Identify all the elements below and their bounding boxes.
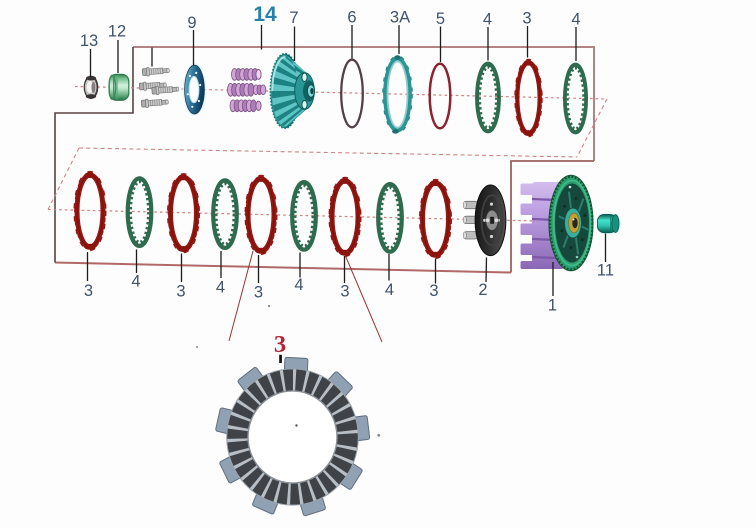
svg-text:14: 14 xyxy=(253,3,277,26)
svg-text:3: 3 xyxy=(254,284,263,302)
svg-text:3: 3 xyxy=(429,282,438,300)
svg-text:12: 12 xyxy=(108,23,126,41)
svg-text:3A: 3A xyxy=(390,9,410,27)
svg-text:3: 3 xyxy=(274,331,286,358)
svg-text:3: 3 xyxy=(340,283,349,301)
svg-text:4: 4 xyxy=(385,281,394,299)
svg-text:1: 1 xyxy=(548,297,557,315)
svg-text:4: 4 xyxy=(131,273,140,291)
svg-text:4: 4 xyxy=(216,279,225,297)
svg-text:7: 7 xyxy=(289,9,298,27)
svg-text:11: 11 xyxy=(597,262,614,280)
svg-text:13: 13 xyxy=(80,32,98,50)
svg-text:3: 3 xyxy=(522,10,531,28)
svg-text:3: 3 xyxy=(84,282,93,300)
svg-text:5: 5 xyxy=(436,10,445,28)
svg-text:4: 4 xyxy=(571,11,580,29)
svg-text:6: 6 xyxy=(347,9,356,27)
svg-text:4: 4 xyxy=(483,11,492,29)
svg-text:4: 4 xyxy=(294,276,303,294)
svg-text:3: 3 xyxy=(176,283,185,301)
svg-text:2: 2 xyxy=(478,281,487,299)
svg-text:9: 9 xyxy=(187,14,196,32)
